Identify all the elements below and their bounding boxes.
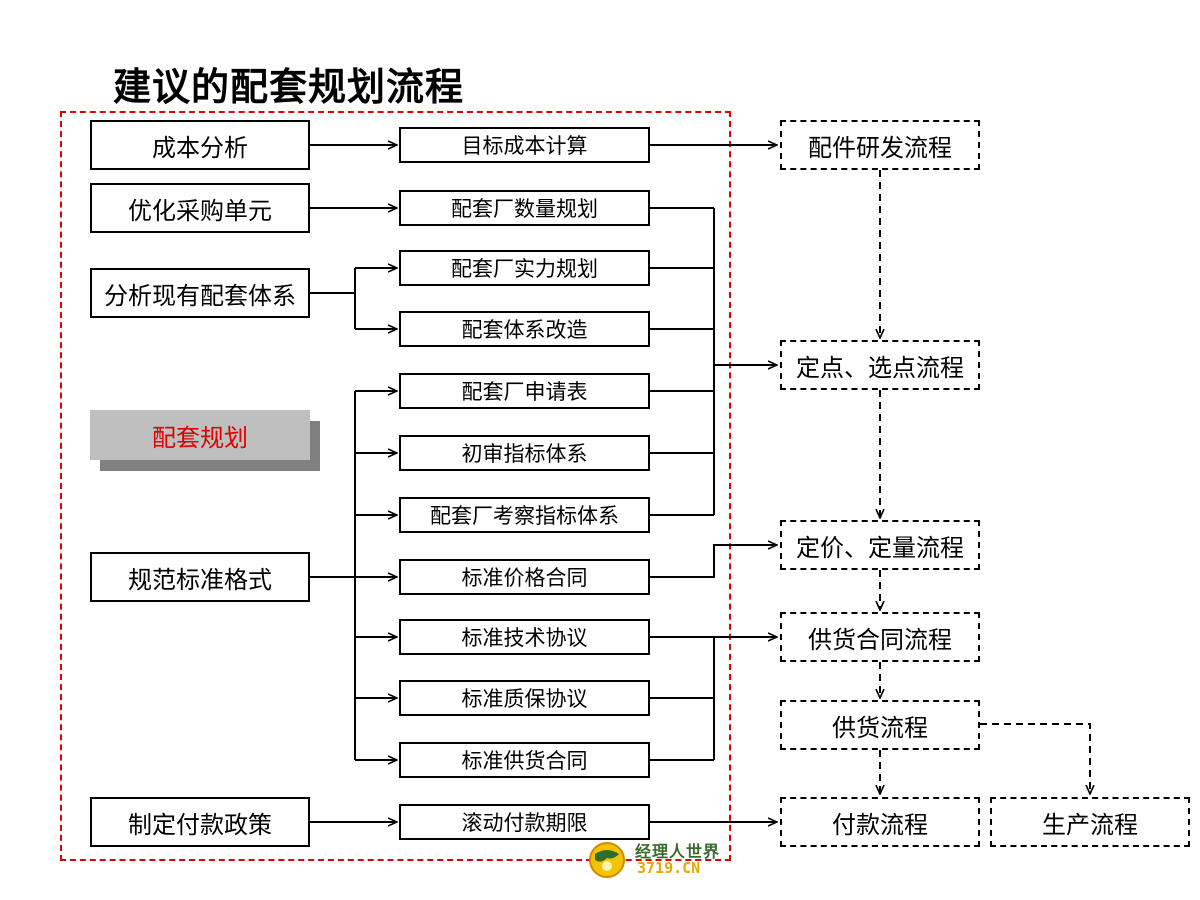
supply-box: 供货流程: [780, 700, 980, 750]
optimize-purchase-box: 优化采购单元: [90, 183, 310, 233]
std-tech-agreement-box: 标准技术协议: [399, 619, 650, 655]
analyze-system-box: 分析现有配套体系: [90, 268, 310, 318]
payment-box: 付款流程: [780, 797, 980, 847]
payment-policy-box: 制定付款政策: [90, 797, 310, 847]
globe-icon: [589, 842, 625, 878]
watermark-logo: 经理人世界 3719.CN: [585, 838, 735, 880]
watermark-line2: 3719.CN: [637, 859, 701, 877]
initial-review-box: 初审指标体系: [399, 435, 650, 471]
planning-label: 配套规划: [90, 410, 310, 460]
parts-rd-box: 配件研发流程: [780, 120, 980, 170]
production-box: 生产流程: [990, 797, 1190, 847]
planning-scope-frame: [60, 111, 731, 861]
watermark-line1: 经理人世界: [635, 842, 721, 861]
supplier-application-box: 配套厂申请表: [399, 373, 650, 409]
std-quality-agreement-box: 标准质保协议: [399, 680, 650, 716]
supplier-strength-box: 配套厂实力规划: [399, 250, 650, 286]
edge-price-to-pricing: [650, 545, 777, 578]
page-title: 建议的配套规划流程: [113, 65, 465, 109]
supplier-inspection-box: 配套厂考察指标体系: [399, 497, 650, 533]
supply-contract-box: 供货合同流程: [780, 612, 980, 662]
edge-supply-to-production: [980, 723, 1090, 794]
std-supply-contract-box: 标准供货合同: [399, 742, 650, 778]
supplier-quantity-box: 配套厂数量规划: [399, 190, 650, 226]
standard-format-box: 规范标准格式: [90, 552, 310, 602]
std-price-contract-box: 标准价格合同: [399, 559, 650, 595]
target-cost-box: 目标成本计算: [399, 127, 650, 163]
cost-analysis-box: 成本分析: [90, 120, 310, 170]
rolling-payment-box: 滚动付款期限: [399, 804, 650, 840]
system-reform-box: 配套体系改造: [399, 311, 650, 347]
pricing-box: 定价、定量流程: [780, 520, 980, 570]
fixed-point-box: 定点、选点流程: [780, 340, 980, 390]
